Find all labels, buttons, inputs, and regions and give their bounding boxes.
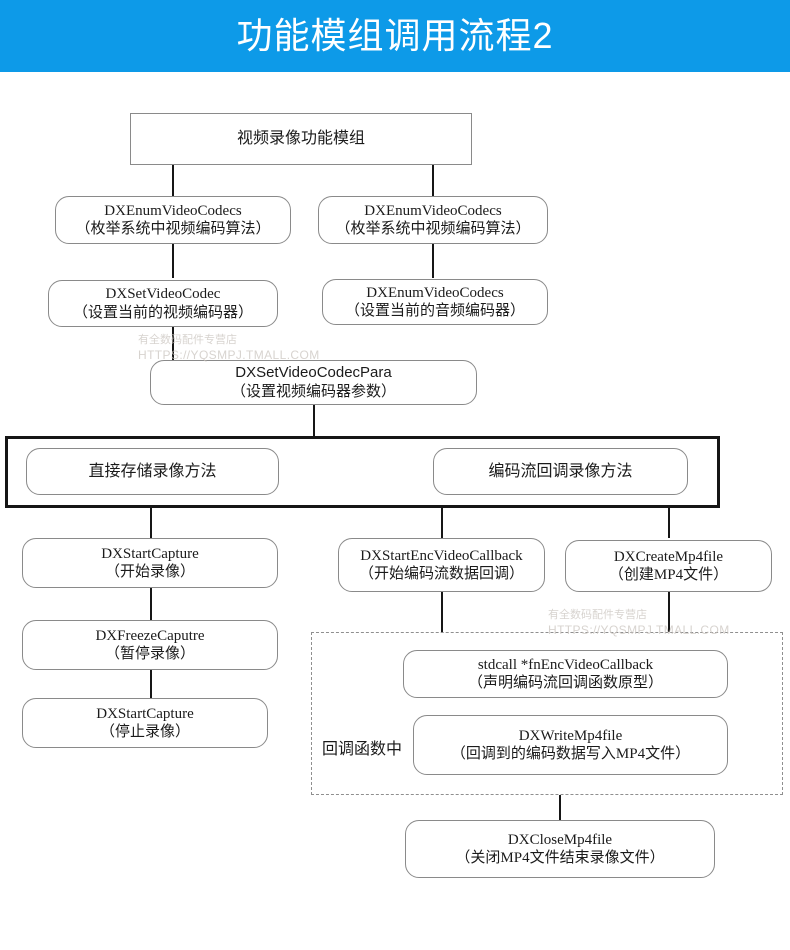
page-title: 功能模组调用流程2: [236, 15, 554, 56]
watermark-shop-name: 有全数码配件专营店: [138, 334, 237, 346]
node-line1: DXStartCapture: [101, 545, 199, 562]
node-video-record-module[interactable]: 视频录像功能模组: [130, 113, 472, 165]
connector-startenccb-fnenccb: [441, 592, 443, 632]
connector-region-closemp4: [559, 795, 561, 820]
watermark-top: 有全数码配件专营店 HTTPS://YQSMPJ.TMALL.COM: [138, 334, 320, 363]
node-line2: （关闭MP4文件结束录像文件）: [455, 850, 665, 866]
callback-function-region: [311, 632, 783, 795]
node-dxstartcapture[interactable]: DXStartCapture （开始录像）: [22, 538, 278, 588]
node-dxstopcapture[interactable]: DXStartCapture （停止录像）: [22, 698, 268, 748]
node-encode-callback-method[interactable]: 编码流回调录像方法: [433, 448, 688, 495]
node-line1: stdcall *fnEncVideoCallback: [477, 656, 654, 673]
node-line1: DXWriteMp4file: [518, 727, 623, 744]
connector-createmp4-region: [668, 592, 670, 632]
node-line1: DXCloseMp4file: [507, 831, 613, 848]
node-line1: 直接存储录像方法: [88, 462, 217, 480]
callback-region-label: 回调函数中: [322, 741, 403, 758]
node-line2: （暂停录像）: [104, 646, 195, 662]
watermark-shop-name: 有全数码配件专营店: [548, 609, 647, 621]
connector-freeze-stop: [150, 670, 152, 698]
node-line2: （创建MP4文件）: [608, 567, 729, 583]
node-dxclosemp4file[interactable]: DXCloseMp4file （关闭MP4文件结束录像文件）: [405, 820, 715, 878]
node-line2: （开始录像）: [104, 564, 195, 580]
node-dxsetvideocodec[interactable]: DXSetVideoCodec （设置当前的视频编码器）: [48, 280, 278, 327]
node-line1: DXStartEncVideoCallback: [360, 547, 523, 564]
connector-setvideo-para: [172, 327, 174, 360]
node-line2: （枚举系统中视频编码算法）: [75, 221, 271, 237]
node-line2: （枚举系统中视频编码算法）: [335, 221, 531, 237]
node-dxfreezecaputre[interactable]: DXFreezeCaputre （暂停录像）: [22, 620, 278, 670]
connector-root-left: [172, 165, 174, 197]
page-header-banner: 功能模组调用流程2: [0, 0, 790, 72]
node-line1: DXSetVideoCodec: [105, 286, 221, 303]
connector-para-group: [313, 405, 315, 436]
node-line1: DXEnumVideoCodecs: [364, 202, 502, 219]
node-dxcreatemp4file[interactable]: DXCreateMp4file （创建MP4文件）: [565, 540, 772, 592]
node-line2: （设置视频编码器参数）: [230, 382, 396, 400]
node-line1: DXSetVideoCodecPara: [235, 364, 392, 382]
connector-group-startenccb: [441, 508, 443, 538]
connector-root-right: [432, 165, 434, 197]
node-dxenumvideocodecs-right[interactable]: DXEnumVideoCodecs （枚举系统中视频编码算法）: [318, 196, 548, 244]
connector-enumleft-setvideo: [172, 244, 174, 278]
node-line1: DXEnumVideoCodecs: [366, 284, 504, 301]
node-line2: （开始编码流数据回调）: [358, 566, 524, 582]
node-dxsetvideocodecpara[interactable]: DXSetVideoCodecPara （设置视频编码器参数）: [150, 360, 477, 405]
node-line1: 视频录像功能模组: [236, 130, 365, 148]
node-line2: （声明编码流回调函数原型）: [467, 675, 663, 691]
node-dxwritemp4file[interactable]: DXWriteMp4file （回调到的编码数据写入MP4文件）: [413, 715, 728, 775]
node-direct-store-method[interactable]: 直接存储录像方法: [26, 448, 279, 495]
node-line2: （设置当前的视频编码器）: [72, 304, 253, 321]
connector-group-startcapture: [150, 508, 152, 538]
node-line2: （回调到的编码数据写入MP4文件）: [450, 746, 691, 762]
node-line2: （设置当前的音频编码器）: [344, 303, 525, 319]
node-line1: DXStartCapture: [96, 705, 194, 722]
connector-startcapture-freeze: [150, 588, 152, 620]
node-line1: DXEnumVideoCodecs: [104, 202, 242, 219]
connector-enumright-setaudio: [432, 244, 434, 278]
node-dxenumvideocodecs-left[interactable]: DXEnumVideoCodecs （枚举系统中视频编码算法）: [55, 196, 291, 244]
node-line2: （停止录像）: [99, 724, 190, 740]
node-dxsetaudiocodec[interactable]: DXEnumVideoCodecs （设置当前的音频编码器）: [322, 279, 548, 325]
node-dxstartencvideocallback[interactable]: DXStartEncVideoCallback （开始编码流数据回调）: [338, 538, 545, 592]
connector-group-createmp4: [668, 508, 670, 538]
node-line1: 编码流回调录像方法: [488, 462, 633, 480]
node-line1: DXCreateMp4file: [613, 548, 724, 565]
node-fnencvideocallback[interactable]: stdcall *fnEncVideoCallback （声明编码流回调函数原型…: [403, 650, 728, 698]
node-line1: DXFreezeCaputre: [95, 627, 205, 644]
